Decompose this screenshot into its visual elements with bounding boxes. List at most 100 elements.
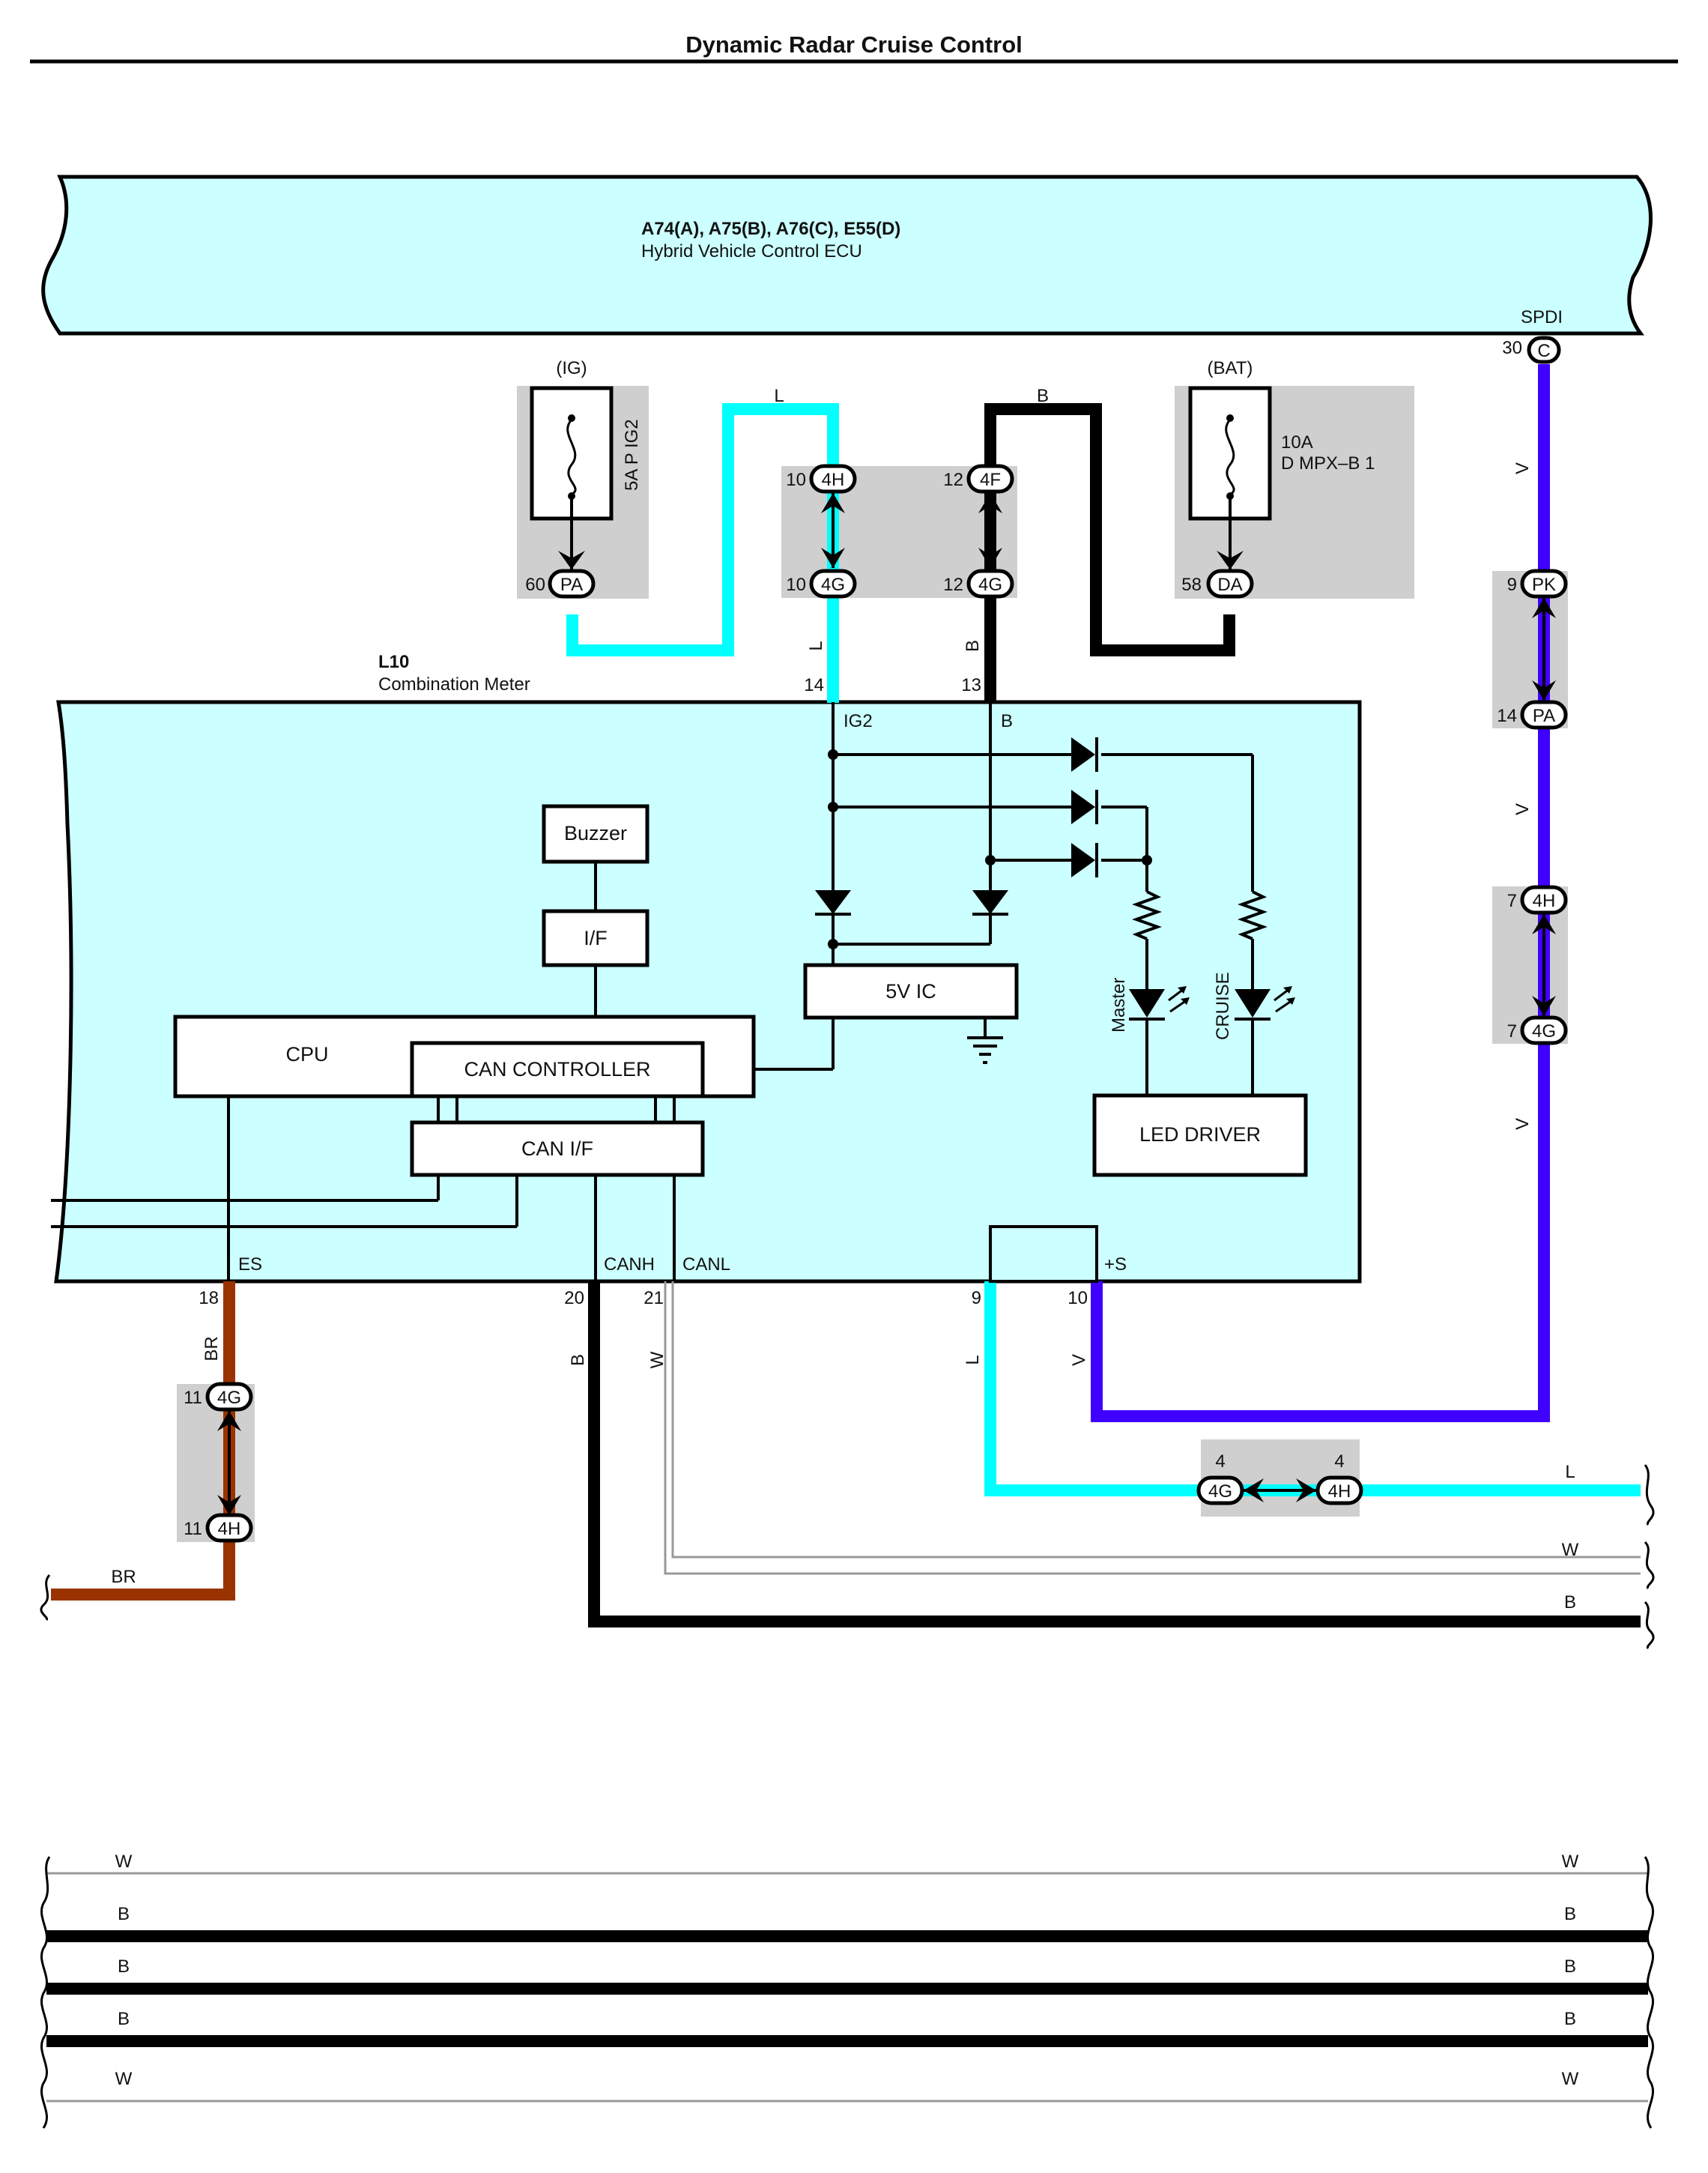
pin-v1-bot: 14	[1497, 706, 1517, 726]
svg-text:4G: 4G	[217, 1388, 241, 1408]
wire-l-ig2	[566, 403, 839, 703]
hybrid-vehicle-control-ecu	[41, 175, 1653, 336]
wire-label-l-top: L	[774, 386, 784, 406]
svg-text:C: C	[1537, 341, 1550, 361]
bat-fuse-header: (BAT)	[1208, 358, 1253, 378]
diode-b	[972, 890, 1008, 916]
ecu-name: Hybrid Vehicle Control ECU	[641, 241, 862, 262]
led-driver-label: LED DRIVER	[1139, 1123, 1261, 1146]
meter-pin-es: 18	[199, 1288, 219, 1308]
svg-text:PA: PA	[1533, 706, 1555, 726]
buzzer-label: Buzzer	[564, 822, 627, 844]
meter-pin-plus-s: 10	[1068, 1288, 1088, 1308]
meter-terminal-plus-s: +S	[1104, 1254, 1127, 1275]
resistor-master	[1132, 890, 1162, 940]
bus-label-right-4: B	[1564, 2009, 1576, 2029]
can-controller-block	[410, 1041, 705, 1098]
ig-fuse	[530, 386, 614, 569]
svg-text:4G: 4G	[978, 575, 1002, 595]
svg-text:4G: 4G	[1208, 1481, 1232, 1502]
connector-pa-ig: PA	[548, 569, 596, 599]
wire-label-v-plus-s: V	[1069, 1354, 1089, 1366]
meter-terminal-ig2: IG2	[844, 711, 873, 731]
wire-w-canl	[671, 1281, 1641, 1559]
diode-led-1	[1064, 737, 1098, 772]
junction-arrow-l	[821, 493, 845, 568]
junction-dots	[828, 749, 1152, 949]
svg-text:PA: PA	[560, 575, 583, 595]
break-mark-l	[1644, 1464, 1655, 1526]
meter-pin-si: 9	[972, 1288, 981, 1308]
wire-label-b-canh: B	[568, 1354, 588, 1366]
bus-label-left-3: B	[118, 1956, 130, 1977]
junction-arrow-v2	[1532, 914, 1556, 1016]
led-master	[1129, 986, 1190, 1021]
connector-4g-v: 4G	[1520, 1015, 1568, 1045]
connector-4h-br: 4H	[205, 1513, 253, 1543]
wire-label-b-right: B	[1564, 1592, 1576, 1613]
bus-label-left-5: W	[115, 2069, 133, 2089]
can-if-label: CAN I/F	[521, 1137, 593, 1160]
meter-terminal-canl: CANL	[682, 1254, 730, 1275]
ecu-connectors: A74(A), A75(B), A76(C), E55(D)	[641, 219, 900, 239]
bus-label-left-1: W	[115, 1852, 133, 1872]
connector-4h-v: 4H	[1520, 885, 1568, 915]
bus-label-left-4: B	[118, 2009, 130, 2029]
svg-text:4G: 4G	[1532, 1021, 1556, 1042]
pin-l-left: 4	[1215, 1451, 1225, 1472]
wire-label-w-right: W	[1562, 1540, 1579, 1560]
svg-text:4G: 4G	[821, 575, 845, 595]
ig-fuse-header: (IG)	[556, 358, 587, 378]
bus-label-right-1: W	[1562, 1852, 1579, 1872]
pin-v2-top: 7	[1507, 891, 1517, 911]
svg-text:4F: 4F	[980, 470, 1001, 490]
meter-terminal-canh: CANH	[604, 1254, 655, 1275]
junction-arrow-l-horizontal	[1244, 1478, 1316, 1502]
bottom-bus	[40, 1856, 1654, 2129]
meter-internal-lines	[51, 702, 1254, 1283]
wire-label-v-3: V	[1512, 1118, 1533, 1130]
pin-b-bot: 12	[943, 575, 963, 595]
bat-fuse-rating: 10A	[1281, 432, 1313, 453]
pin-br-bot: 11	[184, 1519, 202, 1539]
wire-b-bat	[984, 403, 1235, 703]
svg-text:PK: PK	[1532, 575, 1556, 595]
svg-text:4H: 4H	[218, 1519, 241, 1539]
diagram-title: Dynamic Radar Cruise Control	[685, 31, 1023, 58]
if-label: I/F	[584, 927, 608, 949]
pin-b-top: 12	[943, 470, 963, 490]
wire-label-br-horiz: BR	[111, 1567, 136, 1587]
connector-4h-l: 4H	[809, 464, 857, 494]
meter-pin-canh: 20	[564, 1288, 584, 1308]
bus-label-right-3: B	[1564, 1956, 1576, 1977]
meter-name: Combination Meter	[378, 674, 530, 695]
junction-arrow-b	[978, 493, 1002, 568]
ig-fuse-rating: 5A P IG2	[622, 419, 642, 491]
connector-4g-b: 4G	[966, 569, 1014, 599]
break-mark-w	[1644, 1541, 1655, 1589]
bus-break-left	[40, 1856, 51, 2129]
meter-pin-ig2: 14	[804, 675, 824, 695]
bus-label-right-2: B	[1564, 1904, 1576, 1924]
ground-icon	[967, 1036, 1003, 1064]
ecu-pin-30: 30	[1502, 338, 1522, 358]
can-if-block	[410, 1120, 705, 1177]
connector-pk: PK	[1520, 569, 1568, 599]
ig-fuse-pin: 60	[525, 575, 545, 595]
wire-label-v-1: V	[1512, 462, 1533, 474]
meter-terminal-es: ES	[238, 1254, 262, 1275]
junction-arrow-v1	[1532, 598, 1556, 701]
pin-l-top: 10	[786, 470, 806, 490]
break-mark-br	[40, 1574, 51, 1622]
connector-4f-b: 4F	[966, 464, 1014, 494]
meter-pin-canl: 21	[643, 1288, 664, 1308]
connector-pa-v: PA	[1520, 700, 1568, 730]
bus-label-left-2: B	[118, 1904, 130, 1924]
can-controller-label: CAN CONTROLLER	[464, 1058, 650, 1081]
bat-fuse-name: D MPX–B 1	[1281, 453, 1375, 474]
led-cruise	[1235, 986, 1295, 1021]
combination-meter	[54, 700, 1362, 1284]
diode-ig2	[815, 890, 851, 944]
connector-da-bat: DA	[1206, 569, 1254, 599]
wire-label-b-top: B	[1037, 386, 1049, 406]
